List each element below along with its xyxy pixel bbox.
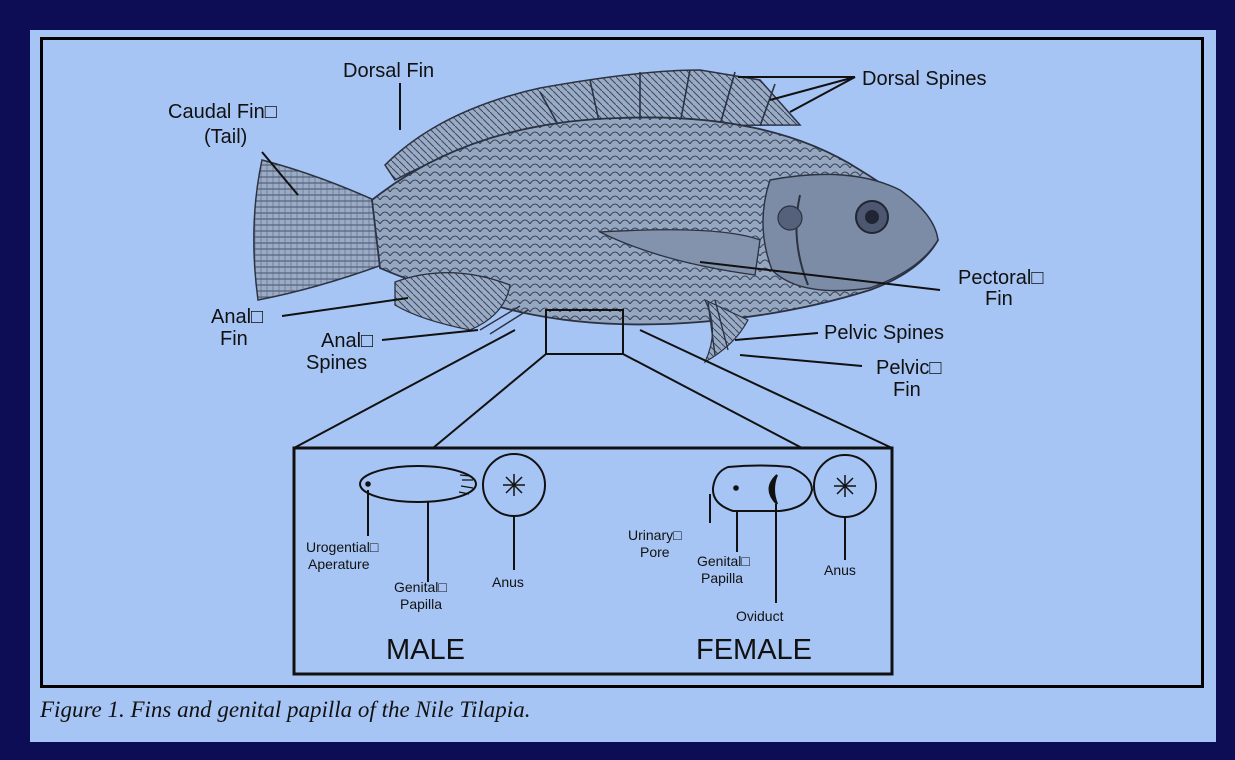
label-female-urinary: Urinary□ [628,527,682,543]
label-male-title: MALE [386,634,465,666]
label-female-genital: Genital□ [697,553,750,569]
label-pelvic-fin: Pelvic□ [876,357,941,379]
label-pelvic-spines: Pelvic Spines [824,322,944,344]
label-anal-spines: Anal□ [321,330,373,352]
label-pelvic-fin-2: Fin [893,379,921,401]
anal-fin-shape [395,273,510,330]
label-female-anus: Anus [824,562,856,578]
label-dorsal-spines: Dorsal Spines [862,68,987,90]
label-female-pore: Pore [640,544,670,560]
label-female-title: FEMALE [696,634,812,666]
label-pectoral-fin: Pectoral□ [958,267,1043,289]
label-female-oviduct: Oviduct [736,608,784,624]
label-male-anus: Anus [492,574,524,590]
label-caudal-tail: (Tail) [204,126,247,148]
label-anal-fin-2: Fin [220,328,248,350]
figure-caption: Figure 1. Fins and genital papilla of th… [40,697,1190,723]
label-anal-spines-2: Spines [306,352,367,374]
label-dorsal-fin: Dorsal Fin [343,60,434,82]
caudal-fin-shape [254,160,390,300]
label-female-papilla: Papilla [701,570,743,586]
label-male-genital: Genital□ [394,579,447,595]
label-male-urogenital-2: Aperature [308,556,370,572]
label-caudal-fin: Caudal Fin□ [168,101,277,123]
label-pectoral-fin-2: Fin [985,288,1013,310]
fish-illustration [254,70,938,362]
label-anal-fin: Anal□ [211,306,263,328]
label-male-urogenital: Urogential□ [306,539,379,555]
label-male-papilla: Papilla [400,596,442,612]
